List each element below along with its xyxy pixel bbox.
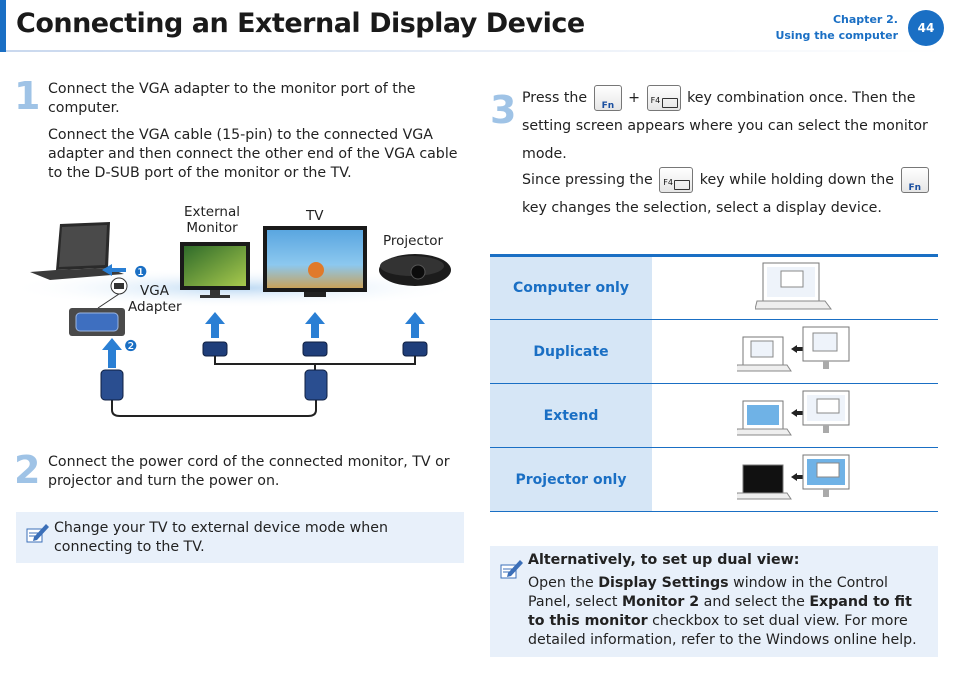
step-3-key-end-text: key changes the selection, select a disp… [522, 200, 882, 216]
step-3-press-text: Press the [522, 90, 588, 106]
header-accent-bar [0, 0, 6, 52]
external-monitor-icon [180, 242, 250, 298]
note-dual-view-text-3: and select the [699, 594, 810, 610]
step-2-text: Connect the power cord of the connected … [48, 454, 450, 489]
mode-image-duplicate [652, 319, 938, 384]
laptop-icon [30, 222, 124, 280]
note-dual-view-text-1: Open the [528, 575, 599, 591]
vga-adapter-label-line1: VGA [140, 283, 169, 299]
extend-display-icon [734, 390, 850, 435]
note-pencil-icon-2 [500, 560, 523, 579]
step-3-holding-text: key while holding down the [699, 172, 894, 188]
fn-key-icon-2 [900, 167, 929, 202]
table-row: Duplicate [490, 319, 938, 384]
monitor-2-label: Monitor 2 [621, 594, 700, 610]
display-settings-label: Display Settings [598, 575, 729, 591]
projector-icon [379, 254, 451, 286]
chapter-title: Using the computer [775, 29, 898, 42]
note-box-dual-view: Alternatively, to set up dual view: Open… [490, 546, 938, 657]
step-3-text-1: Press the + key combination once. Then t… [522, 84, 940, 168]
header-divider [6, 50, 946, 52]
f4-key-icon-2 [659, 167, 694, 197]
note-dual-view-text-2: window in the Control Panel, select [528, 575, 888, 610]
tv-icon [263, 226, 367, 297]
mode-label-extend: Extend [490, 383, 652, 448]
mode-label-duplicate: Duplicate [490, 319, 652, 384]
chapter-label: Chapter 2. Using the computer [775, 12, 898, 44]
step-3-text-2: Since pressing the key while holding dow… [522, 166, 940, 222]
page-title: Connecting an External Display Device [16, 8, 585, 39]
mode-image-projector-only [652, 447, 938, 512]
mode-label-computer-only: Computer only [490, 254, 652, 320]
external-monitor-label: External Monitor [184, 204, 240, 236]
external-monitor-label-line1: External [184, 204, 241, 220]
mode-image-computer-only [652, 254, 938, 320]
vga-adapter-label-line2: Adapter [128, 299, 182, 315]
f4-key-icon [646, 85, 681, 115]
arrow-icons [102, 264, 425, 368]
projector-label: Projector [383, 233, 443, 249]
step-1-text-1: Connect the VGA adapter to the monitor p… [48, 81, 416, 116]
note-box-tv: Change your TV to external device mode w… [16, 512, 464, 563]
connection-diagram-graphic [6, 222, 466, 417]
mode-label-projector-only: Projector only [490, 447, 652, 512]
vga-plug-icons [100, 369, 328, 401]
page-number-badge: 44 [908, 10, 944, 46]
projector-only-display-icon [734, 454, 850, 499]
step-1-number: 1 [14, 74, 41, 118]
note-tv-text: Change your TV to external device mode w… [54, 520, 388, 555]
step-3-since-text: Since pressing the [522, 172, 653, 188]
connection-diagram: External Monitor TV Projector VGA Adapte… [6, 200, 466, 425]
marker-2: ❷ [124, 337, 138, 355]
vga-cable [111, 356, 416, 417]
note-pencil-icon [26, 524, 49, 543]
external-monitor-label-line2: Monitor [186, 220, 238, 236]
duplicate-display-icon [734, 326, 850, 371]
step-2-number: 2 [14, 448, 41, 492]
vga-connector-icons [202, 341, 428, 357]
expand-checkbox-label: Expand to fit to this monitor [528, 594, 912, 629]
note-dual-view-title: Alternatively, to set up dual view: [528, 552, 800, 568]
note-dual-view-text-4: checkbox to set dual view. For more deta… [528, 613, 917, 648]
vga-adapter-label: VGA Adapter [128, 283, 182, 315]
table-row: Projector only [490, 447, 938, 512]
table-row: Extend [490, 383, 938, 448]
note-dual-view-text: Open the Display Settings window in the … [528, 574, 932, 650]
tv-label: TV [306, 208, 324, 224]
laptop-screen-icon [754, 262, 832, 310]
fn-key-icon [593, 85, 622, 120]
step-3-plus-text: + [628, 90, 641, 106]
vga-port-icon [69, 277, 128, 336]
table-row: Computer only [490, 254, 938, 320]
chapter-number: Chapter 2. [832, 13, 898, 26]
display-mode-table: Computer only Duplicate Extend [490, 254, 938, 512]
step-3-number: 3 [490, 88, 517, 132]
mode-image-extend [652, 383, 938, 448]
step-1-text-2: Connect the VGA cable (15-pin) to the co… [48, 127, 458, 181]
step-3-after-keys-text: key combination once. Then the setting s… [522, 90, 928, 162]
marker-1: ❶ [134, 263, 148, 281]
